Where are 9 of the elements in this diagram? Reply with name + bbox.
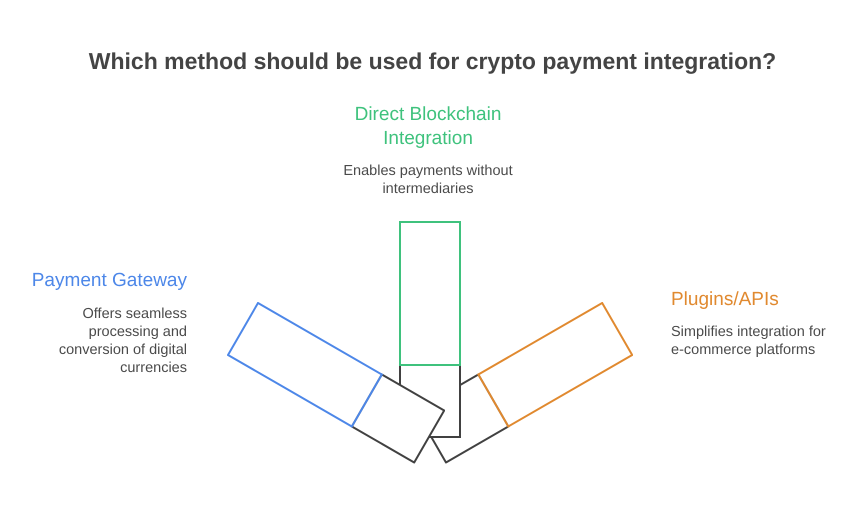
option-heading: Plugins/APIs	[671, 288, 780, 312]
tilted-bar	[399, 221, 461, 438]
option-description: Offers seamless processing and conversion of digital currencies	[58, 305, 187, 377]
option-heading: Direct Blockchain Integration	[354, 103, 502, 151]
option-description: Simplifies integration for e-commerce platforms	[671, 323, 827, 359]
tilted-bar	[227, 302, 446, 464]
option-heading: Payment Gateway	[30, 269, 187, 293]
diagram-title: Which method should be used for crypto payment integration?	[88, 47, 778, 75]
option-description: Enables payments without intermediaries	[342, 162, 514, 198]
